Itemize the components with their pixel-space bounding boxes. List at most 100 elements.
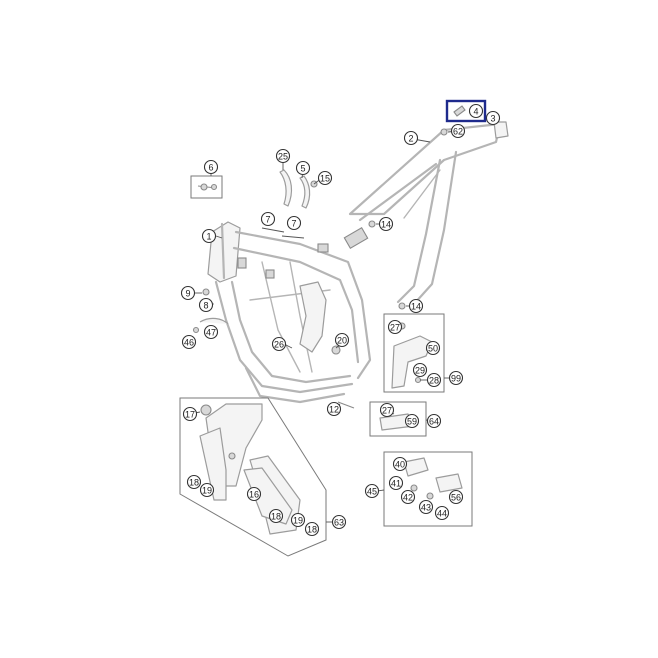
callout-circle xyxy=(412,362,428,378)
callout-circle xyxy=(408,298,424,314)
callout-circle xyxy=(485,110,501,126)
callout-25: 25 xyxy=(275,148,291,164)
callout-5: 5 xyxy=(295,160,311,176)
callout-40: 40 xyxy=(392,456,408,472)
callout-circle xyxy=(364,483,380,499)
callout-label: 45 xyxy=(367,487,377,497)
callout-label: 40 xyxy=(395,460,405,470)
callout-label: 14 xyxy=(411,302,421,312)
callout-label: 6 xyxy=(208,163,213,173)
callout-label: 12 xyxy=(329,405,339,415)
subframe-end xyxy=(493,121,509,139)
callout-56: 56 xyxy=(448,489,464,505)
callout-circle xyxy=(199,482,215,498)
callout-59: 59 xyxy=(404,413,420,429)
callout-44: 44 xyxy=(434,505,450,521)
callout-3: 3 xyxy=(485,110,501,126)
callout-14: 14 xyxy=(378,216,394,232)
frame-bracket xyxy=(317,243,329,253)
callout-circle xyxy=(388,475,404,491)
callout-2: 2 xyxy=(403,130,419,146)
callout-18: 18 xyxy=(304,521,320,537)
footpeg xyxy=(435,473,463,493)
callout-46: 46 xyxy=(181,334,197,350)
callout-label: 42 xyxy=(403,493,413,503)
callout-42: 42 xyxy=(400,489,416,505)
subframe xyxy=(343,121,509,306)
highlight-part-4 xyxy=(445,99,487,123)
callout-label: 26 xyxy=(274,340,284,350)
callout-17: 17 xyxy=(182,406,198,422)
callout-circle xyxy=(426,372,442,388)
callout-1: 1 xyxy=(201,228,217,244)
callout-circle xyxy=(181,334,197,350)
callout-circle xyxy=(404,413,420,429)
callout-circle xyxy=(379,402,395,418)
callout-27: 27 xyxy=(379,402,395,418)
callout-label: 7 xyxy=(265,215,270,225)
callout-26: 26 xyxy=(271,336,287,352)
callout-63: 63 xyxy=(331,514,347,530)
callout-label: 19 xyxy=(202,486,212,496)
callout-label: 2 xyxy=(408,134,413,144)
frame-bolt xyxy=(331,345,341,355)
callout-circle xyxy=(334,332,350,348)
callout-19: 19 xyxy=(290,512,306,528)
callout-circle xyxy=(201,228,217,244)
callout-label: 27 xyxy=(390,323,400,333)
callout-circle xyxy=(271,336,287,352)
callout-15: 15 xyxy=(317,170,333,186)
subframe-mount xyxy=(343,227,369,249)
callout-label: 63 xyxy=(334,518,344,528)
callout-label: 15 xyxy=(320,174,330,184)
callout-label: 27 xyxy=(382,406,392,416)
part-4-icon xyxy=(453,105,466,117)
callout-circle xyxy=(450,123,466,139)
callout-circle xyxy=(246,486,262,502)
callout-7: 7 xyxy=(260,211,276,227)
callout-label: 9 xyxy=(185,289,190,299)
callout-label: 5 xyxy=(300,164,305,174)
callout-circle xyxy=(275,148,291,164)
callout-circle xyxy=(468,103,484,119)
callout-label: 16 xyxy=(249,490,259,500)
callout-label: 99 xyxy=(451,374,461,384)
callout-label: 1 xyxy=(206,232,211,242)
callout-circle xyxy=(304,521,320,537)
callout-label: 4 xyxy=(473,107,478,117)
callout-62: 62 xyxy=(450,123,466,139)
callout-label: 47 xyxy=(206,328,216,338)
callout-circle xyxy=(403,130,419,146)
callout-circle xyxy=(182,406,198,422)
callout-label: 44 xyxy=(437,509,447,519)
callout-41: 41 xyxy=(388,475,404,491)
callout-circle xyxy=(387,319,403,335)
callout-circle xyxy=(180,285,196,301)
callout-circle xyxy=(290,512,306,528)
callout-19: 19 xyxy=(199,482,215,498)
frame-guard-group xyxy=(179,397,327,557)
callout-14: 14 xyxy=(408,298,424,314)
pivot-plate xyxy=(299,281,327,353)
callout-circle xyxy=(203,159,219,175)
callout-16: 16 xyxy=(246,486,262,502)
callout-label: 41 xyxy=(391,479,401,489)
callout-12: 12 xyxy=(326,401,342,417)
callout-circle xyxy=(378,216,394,232)
callout-label: 59 xyxy=(407,417,417,427)
callout-label: 19 xyxy=(293,516,303,526)
callout-7: 7 xyxy=(286,215,302,231)
callout-circle xyxy=(392,456,408,472)
callout-label: 46 xyxy=(184,338,194,348)
callout-circle xyxy=(426,413,442,429)
callout-circle xyxy=(418,499,434,515)
callout-circle xyxy=(317,170,333,186)
callout-50: 50 xyxy=(425,340,441,356)
footpeg xyxy=(403,457,429,477)
callout-18: 18 xyxy=(268,508,284,524)
callout-18: 18 xyxy=(186,474,202,490)
callout-43: 43 xyxy=(418,499,434,515)
callout-8: 8 xyxy=(198,297,214,313)
